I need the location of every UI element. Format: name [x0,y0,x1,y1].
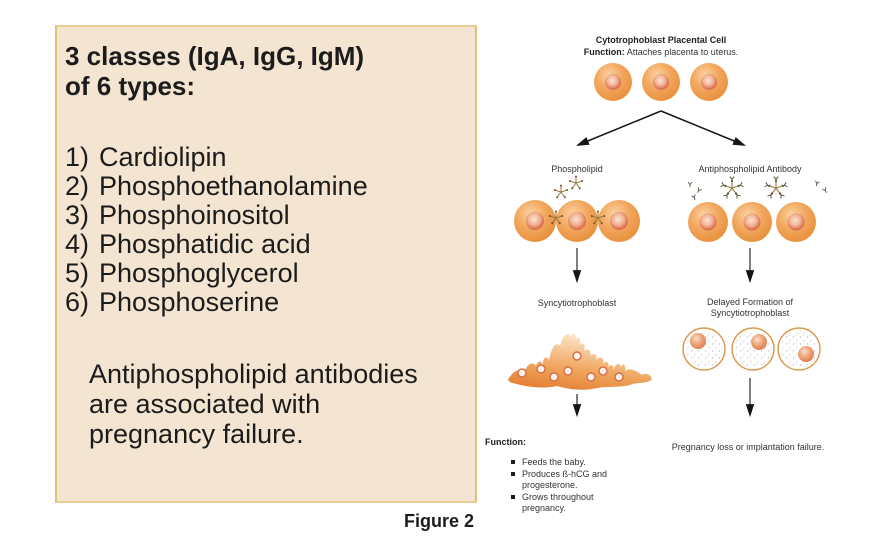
item-label: Cardiolipin [99,142,227,172]
bullet-item: Grows throughout pregnancy. [510,492,626,514]
list-item: 5) Phosphoglycerol [65,259,465,288]
syncytiotrophoblast-label: Syncytiotrophoblast [537,298,617,308]
figure-caption: Figure 2 [404,511,475,531]
list-item: 6) Phosphoserine [65,288,465,317]
diagram-subtitle: Function: Attaches placenta to uterus. [584,47,739,58]
syncytiotrophoblast-blob [508,333,652,390]
item-number: 5) [65,258,90,288]
item-number: 6) [65,287,90,317]
note-line: Antiphospholipid antibodies [89,359,418,389]
item-number: 3) [65,200,90,230]
function-text: Attaches placenta to uterus. [624,47,739,57]
phospholipid-cells [514,175,640,242]
branch-arrows [575,110,747,146]
panel-note: Antiphospholipid antibodies are associat… [89,359,465,449]
item-label: Phosphatidic acid [99,229,311,259]
list-item: 2) Phosphoethanolamine [65,172,465,201]
item-number: 2) [65,171,90,201]
bullet-item: Feeds the baby. [510,457,626,468]
phospholipid-label: Phospholipid [551,164,603,174]
pregnancy-loss-label: Pregnancy loss or implantation failure. [671,442,825,452]
function-bullet-list: Feeds the baby. Produces ß-hCG and proge… [510,457,626,515]
list-item: 4) Phosphatidic acid [65,230,465,259]
trophoblast-flow-diagram: Cytotrophoblast Placental Cell Function:… [480,25,871,530]
item-label: Phosphoserine [99,287,280,317]
list-item: 3) Phosphoinositol [65,201,465,230]
phospholipid-type-list: 1) Cardiolipin 2) Phosphoethanolamine 3)… [65,143,465,317]
item-label: Phosphoethanolamine [99,171,368,201]
antiphospholipid-antibody-label: Antiphospholipid Antibody [698,164,802,174]
delayed-formation-label-line1: Delayed Formation of [706,297,794,307]
function-label: Function: [583,47,625,57]
bullet-item: Produces ß-hCG and progesterone. [510,469,626,491]
blob-nuclei [517,351,624,382]
item-number: 4) [65,229,90,259]
delayed-formation-label-line2: Syncytiotrophoblast [710,308,790,318]
branch-arrow-left [575,110,662,146]
delayed-syncytiotrophoblast-cells [682,327,821,371]
antibody-classes-panel: 3 classes (IgA, IgG, IgM) of 6 types: 1)… [55,25,477,503]
note-line: pregnancy failure. [89,419,304,449]
panel-heading-line2: of 6 types: [65,71,196,101]
item-number: 1) [65,142,90,172]
branch-arrow-right [660,110,747,146]
note-line: are associated with [89,389,321,419]
antibody-cells [687,177,829,242]
list-item: 1) Cardiolipin [65,143,465,172]
item-label: Phosphoglycerol [99,258,299,288]
function-heading: Function: [485,437,526,447]
panel-heading: 3 classes (IgA, IgG, IgM) of 6 types: [65,41,465,101]
outcome-arrows [572,378,755,418]
item-label: Phosphoinositol [99,200,290,230]
cytotrophoblast-cells [594,63,728,101]
diagram-artwork [508,63,829,418]
diagram-title: Cytotrophoblast Placental Cell [595,35,727,45]
stage-arrows [572,248,755,284]
panel-heading-line1: 3 classes (IgA, IgG, IgM) [65,41,365,71]
